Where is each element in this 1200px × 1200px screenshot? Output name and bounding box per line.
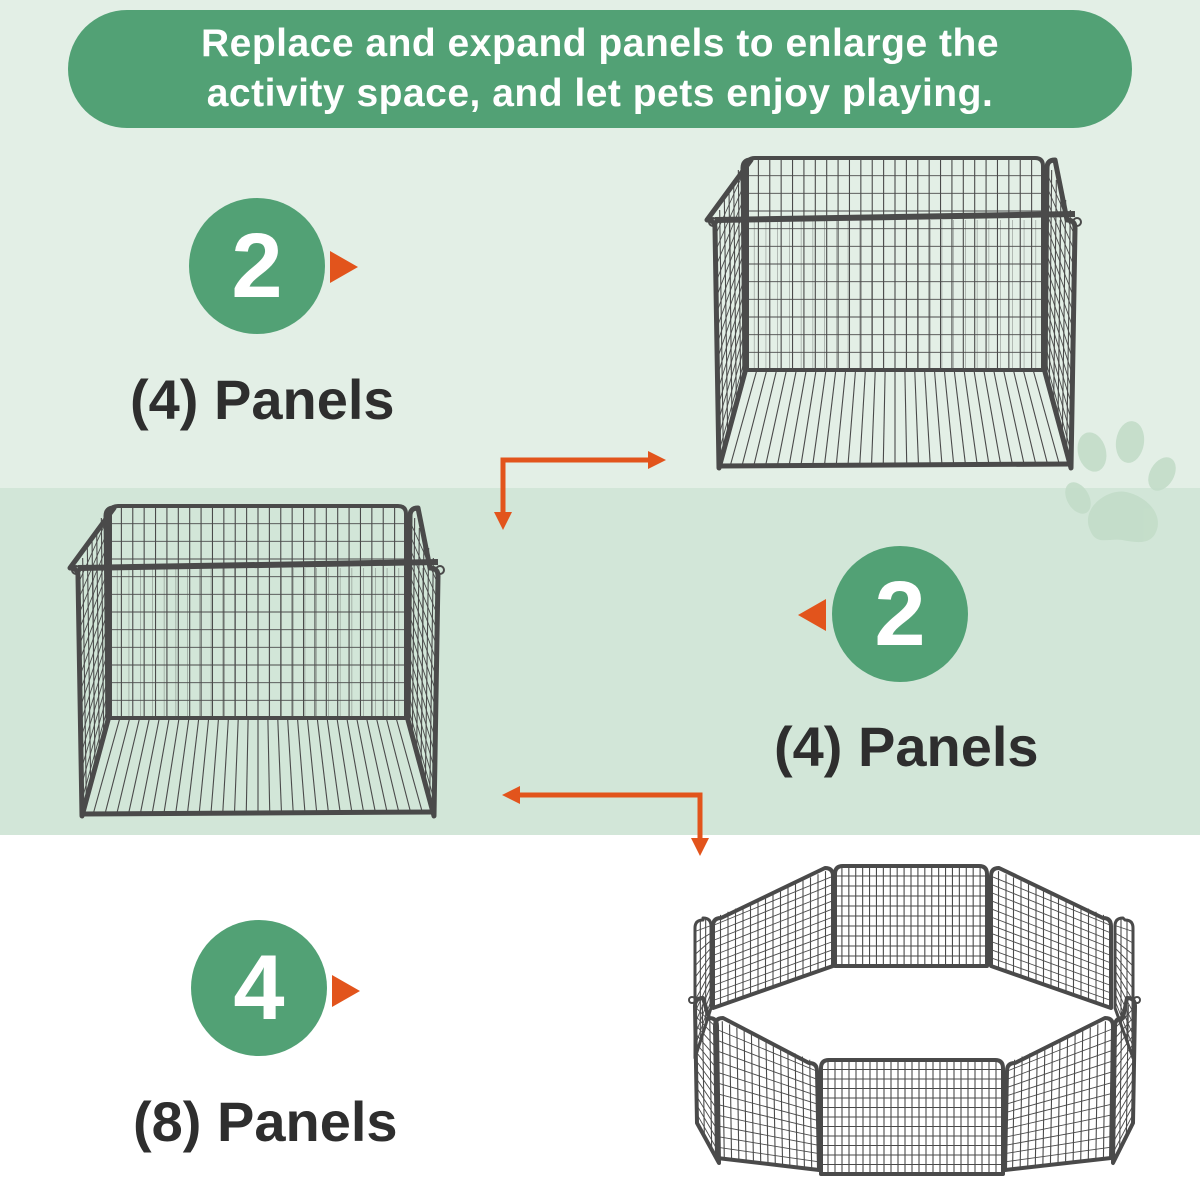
orange-arrow-icon xyxy=(518,792,703,840)
step-2-count-badge: 2 xyxy=(832,546,968,682)
paw-icon xyxy=(1065,421,1176,543)
play-triangle-icon xyxy=(798,599,826,631)
headline-text: Replace and expand panels to enlarge the… xyxy=(200,22,1000,115)
background-band-middle xyxy=(0,488,1200,835)
step-3-count-badge: 4 xyxy=(191,920,327,1056)
play-triangle-icon xyxy=(330,251,358,283)
four-panel-pen-middle xyxy=(67,504,445,819)
headline-banner: Replace and expand panels to enlarge the… xyxy=(68,10,1132,128)
step-1-count-badge: 2 xyxy=(189,198,325,334)
step-3-panels-label: (8) Panels xyxy=(133,1090,398,1153)
step-2-panels-label: (4) Panels xyxy=(774,715,1039,778)
eight-panel-pen-bottom xyxy=(688,864,1141,1176)
play-triangle-icon xyxy=(332,975,360,1007)
four-panel-pen-top xyxy=(704,156,1082,471)
step-1-panels-label: (4) Panels xyxy=(130,368,395,431)
orange-arrow-icon xyxy=(500,457,650,518)
